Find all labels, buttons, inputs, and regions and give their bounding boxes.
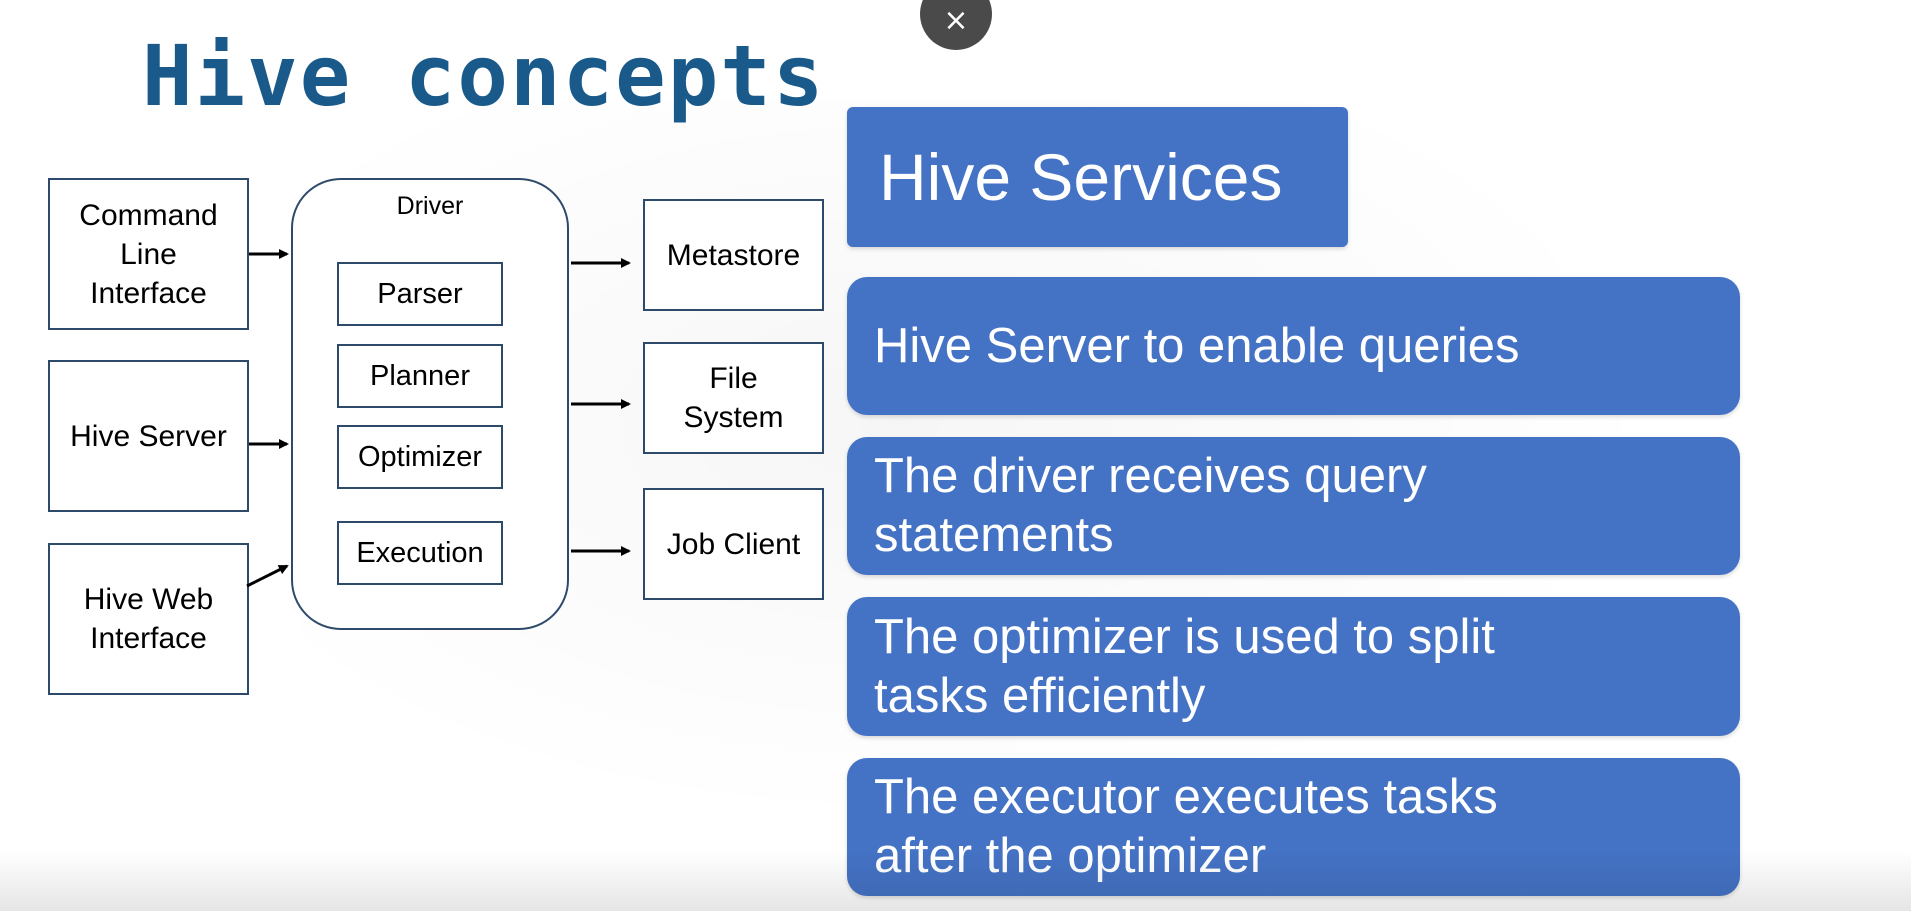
services-header: Hive Services (847, 107, 1348, 247)
client-hive-server: Hive Server (48, 360, 249, 512)
arrow-webinterface-to-driver (246, 564, 289, 588)
driver-container: Driver Parser Planner Optimizer Executio… (291, 178, 569, 630)
backend-metastore: Metastore (643, 199, 824, 311)
client-hive-web-interface: Hive Web Interface (48, 543, 249, 695)
driver-parser: Parser (337, 262, 503, 326)
driver-optimizer: Optimizer (337, 425, 503, 489)
backend-file-system: File System (643, 342, 824, 454)
service-item-driver: The driver receives query statements (847, 437, 1740, 575)
close-icon[interactable]: × (920, 0, 992, 50)
service-item-hive-server: Hive Server to enable queries (847, 277, 1740, 415)
driver-planner: Planner (337, 344, 503, 408)
client-command-line-interface: Command Line Interface (48, 178, 249, 330)
service-item-executor: The executor executes tasks after the op… (847, 758, 1740, 896)
driver-label: Driver (396, 192, 464, 220)
backend-job-client: Job Client (643, 488, 824, 600)
driver-execution: Execution (337, 521, 503, 585)
service-item-optimizer: The optimizer is used to split tasks eff… (847, 597, 1740, 736)
page-title: Hive concepts (142, 27, 826, 125)
